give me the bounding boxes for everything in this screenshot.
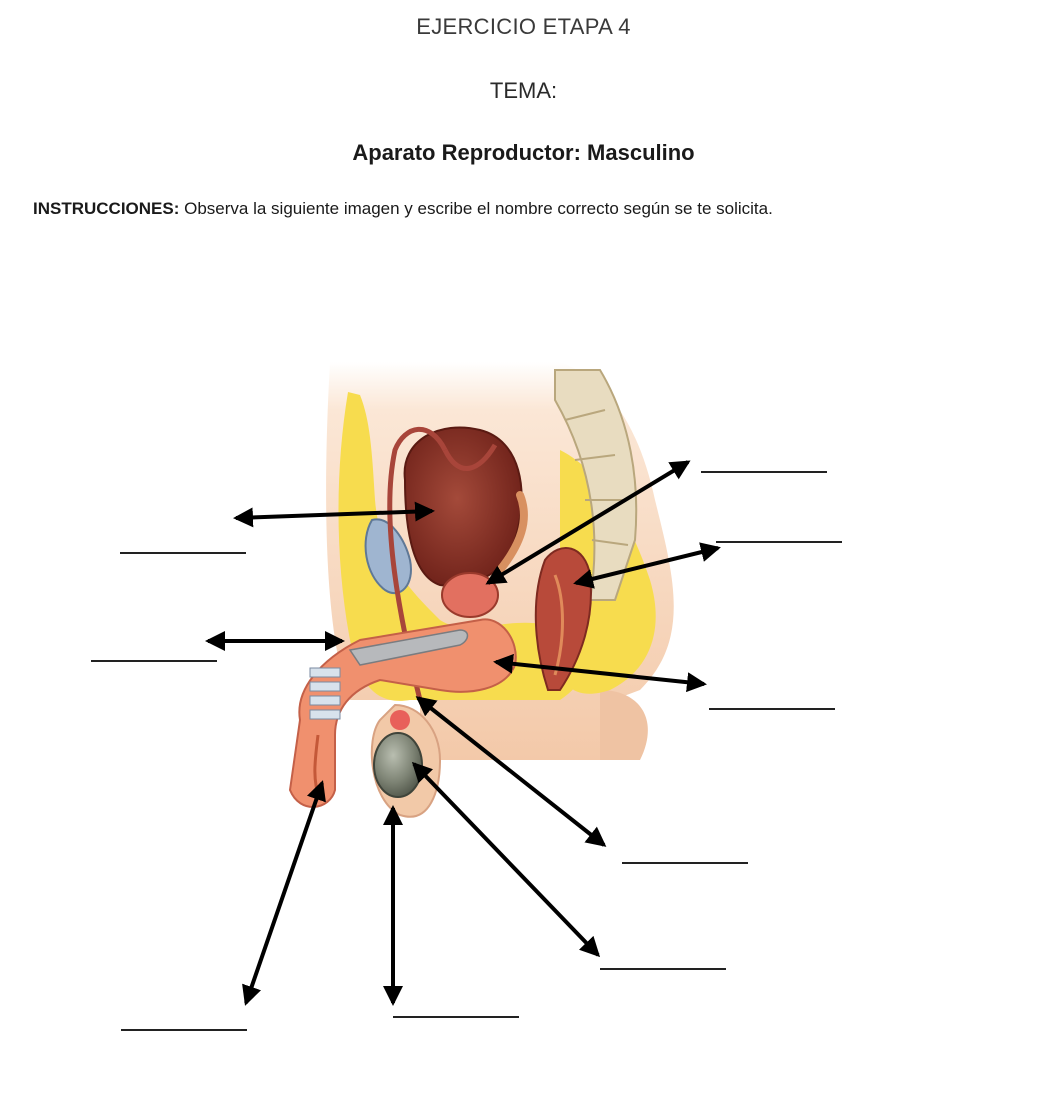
answer-blank-5[interactable] xyxy=(709,708,835,710)
instructions-text: Observa la siguiente imagen y escribe el… xyxy=(179,199,773,218)
answer-blank-3[interactable] xyxy=(701,471,827,473)
penis xyxy=(288,618,517,808)
topic-title: Aparato Reproductor: Masculino xyxy=(352,140,695,165)
pubic-bone xyxy=(364,518,412,595)
arrow-epididymis xyxy=(411,761,601,958)
arrow-urethra-tip xyxy=(242,780,326,1006)
arrow-rectum xyxy=(573,542,721,589)
answer-blank-7[interactable] xyxy=(600,968,726,970)
label-arrows xyxy=(205,460,721,1006)
topic-label: TEMA: xyxy=(489,78,558,103)
answer-blank-6[interactable] xyxy=(622,862,748,864)
answer-blank-4[interactable] xyxy=(716,541,842,543)
instructions-label: INSTRUCCIONES: xyxy=(33,199,180,218)
exercise-title: EJERCICIO ETAPA 4 xyxy=(416,14,631,39)
answer-blank-8[interactable] xyxy=(121,1029,247,1031)
answer-blank-1[interactable] xyxy=(120,552,246,554)
instructions: INSTRUCCIONES: Observa la siguiente imag… xyxy=(33,199,773,219)
arrow-prostate xyxy=(485,460,691,585)
answer-blank-9[interactable] xyxy=(393,1016,519,1018)
arrow-erectile-tissue xyxy=(493,653,707,693)
answer-blank-2[interactable] xyxy=(91,660,217,662)
arrow-bladder xyxy=(233,501,435,528)
